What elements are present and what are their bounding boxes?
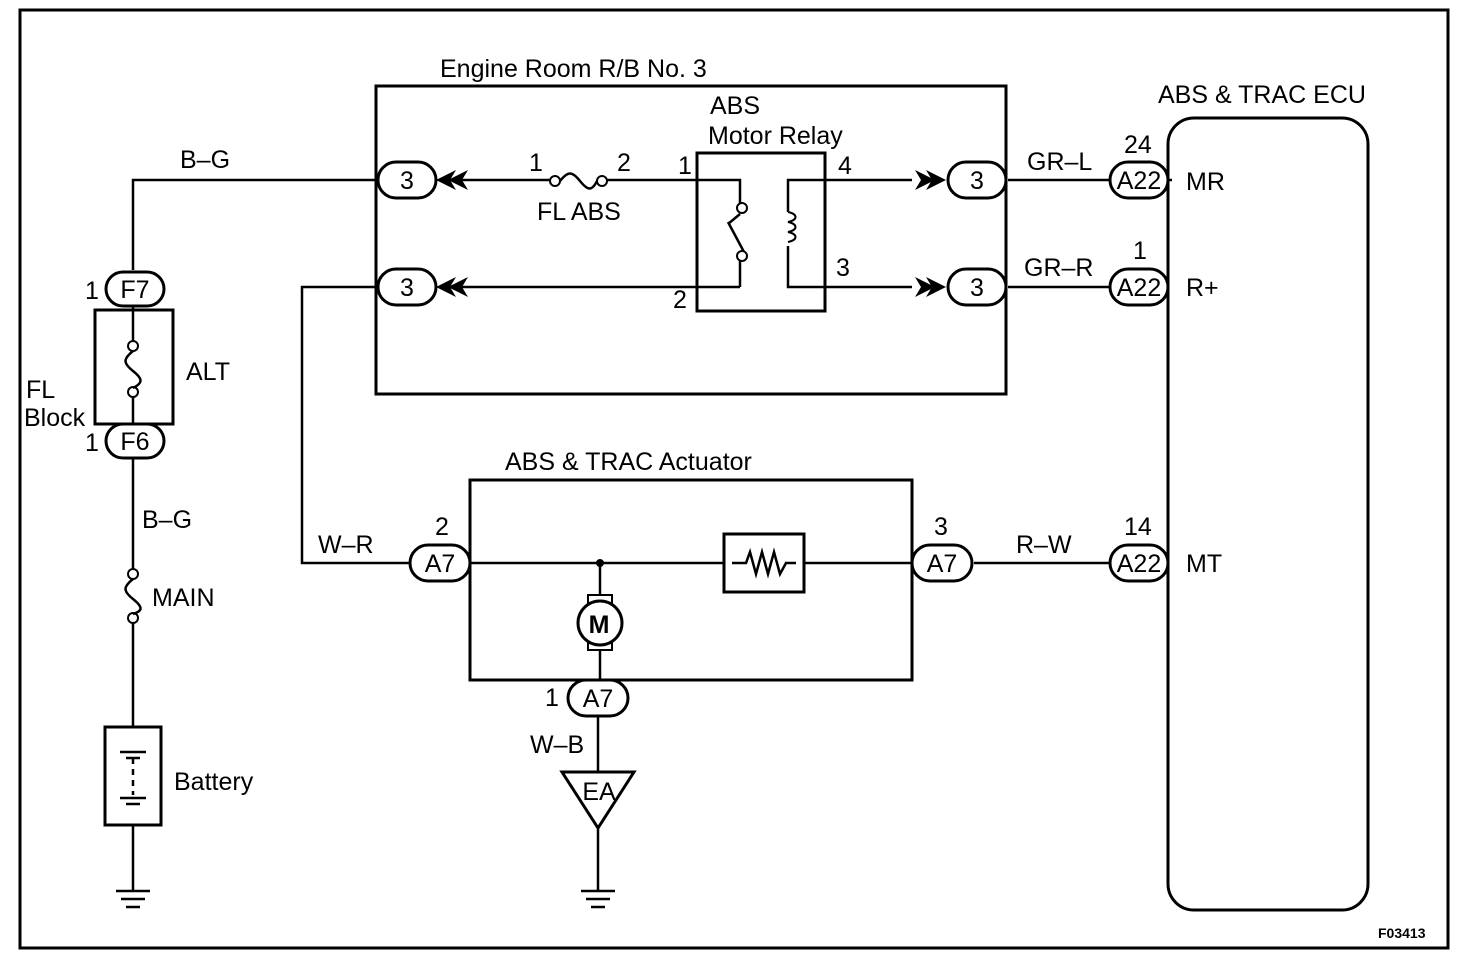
ground-ea-label: EA bbox=[582, 778, 616, 806]
connector-a22-mt-label: A22 bbox=[1117, 550, 1161, 578]
connector-rb-top-right-label: 3 bbox=[970, 167, 984, 195]
connector-f7 bbox=[104, 270, 166, 308]
relay-coil bbox=[787, 211, 797, 243]
pin-relay-1: 1 bbox=[678, 152, 692, 180]
wire-label-gr-r: GR–R bbox=[1024, 254, 1093, 282]
pin-a22-rplus: 1 bbox=[1133, 237, 1147, 265]
connector-a7-right bbox=[910, 543, 974, 583]
pin-a22-mr: 24 bbox=[1124, 131, 1152, 159]
connector-a7-left bbox=[408, 543, 472, 583]
connector-a22-mt bbox=[1108, 543, 1170, 583]
connector-a22-mr-label: A22 bbox=[1117, 167, 1161, 195]
wire-label-w-b: W–B bbox=[530, 731, 584, 759]
diagram-frame bbox=[18, 8, 1450, 950]
connector-a7-right-label: A7 bbox=[927, 550, 958, 578]
connector-rb-top-left-label: 3 bbox=[400, 167, 414, 195]
pin-a7-bottom: 1 bbox=[545, 684, 559, 712]
connector-a22-mr bbox=[1108, 160, 1170, 200]
fusible-link-alt-label: ALT bbox=[186, 358, 230, 386]
pin-a7-left: 2 bbox=[435, 513, 449, 541]
battery-cells bbox=[120, 750, 146, 806]
connector-a22-rplus bbox=[1108, 267, 1170, 307]
relay-box bbox=[695, 151, 827, 313]
pin-f7: 1 bbox=[85, 277, 99, 305]
pin-a22-mt: 14 bbox=[1124, 513, 1152, 541]
connector-f6 bbox=[104, 422, 166, 460]
fusible-link-main bbox=[124, 568, 142, 624]
wire-label-r-w: R–W bbox=[1016, 531, 1072, 559]
battery-box bbox=[103, 725, 163, 827]
figure-code: F03413 bbox=[1378, 925, 1426, 941]
pin-relay-3: 3 bbox=[836, 254, 850, 282]
connector-a22-rplus-label: A22 bbox=[1117, 274, 1161, 302]
fuse-fl-abs-label: FL ABS bbox=[537, 198, 621, 226]
ecu-terminal-r-plus: R+ bbox=[1186, 274, 1219, 302]
wire-label-bg-top: B–G bbox=[180, 146, 230, 174]
pin-relay-2: 2 bbox=[673, 286, 687, 314]
engine-room-rb-title: Engine Room R/B No. 3 bbox=[440, 55, 707, 83]
ecu-terminal-mr: MR bbox=[1186, 168, 1225, 196]
actuator-box bbox=[468, 478, 914, 682]
pin-relay-4: 4 bbox=[838, 152, 852, 180]
pin-a7-right: 3 bbox=[934, 513, 948, 541]
motor-label: M bbox=[589, 611, 610, 639]
junction-dot bbox=[596, 559, 604, 567]
ecu-terminal-mt: MT bbox=[1186, 550, 1222, 578]
relay-title-line2: Motor Relay bbox=[708, 122, 843, 150]
wire-label-bg-bottom: B–G bbox=[142, 506, 192, 534]
wire-label-w-r: W–R bbox=[318, 531, 374, 559]
pin-fuse-out: 2 bbox=[617, 149, 631, 177]
connector-a7-bottom bbox=[566, 678, 630, 718]
connector-arrows bbox=[436, 170, 946, 297]
battery-label: Battery bbox=[174, 768, 254, 796]
engine-room-rb-box bbox=[374, 84, 1008, 396]
pin-fuse-in: 1 bbox=[529, 149, 543, 177]
connector-rb-top-right bbox=[946, 160, 1008, 200]
ecu-box bbox=[1166, 116, 1370, 912]
pin-f6: 1 bbox=[85, 429, 99, 457]
fusible-link-alt bbox=[124, 340, 142, 398]
connector-rb-top-left bbox=[376, 160, 438, 200]
actuator-title: ABS & TRAC Actuator bbox=[505, 448, 752, 476]
connector-f7-label: F7 bbox=[120, 276, 149, 304]
connector-rb-bottom-left-label: 3 bbox=[400, 274, 414, 302]
connector-rb-bottom-left bbox=[376, 267, 438, 307]
ground-symbols bbox=[116, 889, 615, 909]
relay-contact-bottom bbox=[736, 250, 748, 262]
relay-title-line1: ABS bbox=[710, 92, 760, 120]
connector-rb-bottom-right bbox=[946, 267, 1008, 307]
connector-rb-bottom-right-label: 3 bbox=[970, 274, 984, 302]
abs-trac-ecu-title: ABS & TRAC ECU bbox=[1158, 81, 1366, 109]
fusible-link-main-label: MAIN bbox=[152, 584, 215, 612]
ground-ea-triangle bbox=[559, 770, 637, 831]
connector-a7-bottom-label: A7 bbox=[583, 685, 614, 713]
fl-block-label-line2: Block bbox=[24, 404, 86, 432]
fuse-fl-abs bbox=[549, 172, 608, 190]
actuator-motor bbox=[576, 594, 624, 651]
fl-block-label-line1: FL bbox=[26, 376, 55, 404]
connector-a7-left-label: A7 bbox=[425, 550, 456, 578]
connector-f6-label: F6 bbox=[120, 428, 149, 456]
relay-contact-top bbox=[736, 202, 748, 214]
wire-label-gr-l: GR–L bbox=[1027, 148, 1092, 176]
